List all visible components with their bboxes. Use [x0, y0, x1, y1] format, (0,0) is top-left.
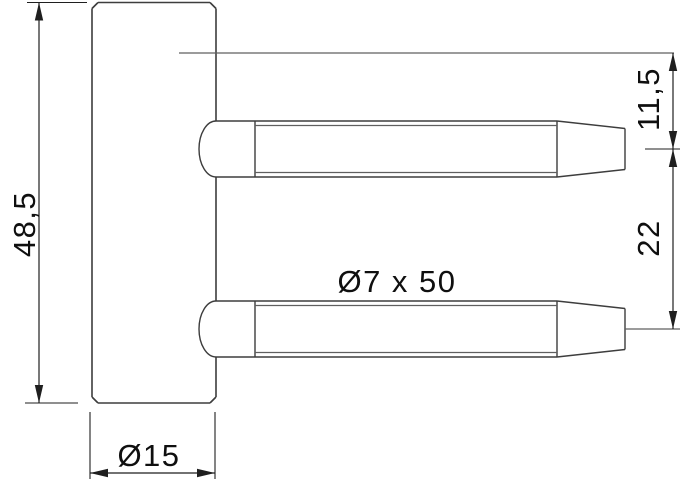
body-height-extension-lines: [25, 1, 87, 404]
arrow-up-icon: [668, 149, 678, 167]
body-diameter-arrows: [90, 468, 215, 478]
top-pin-taper: [556, 120, 626, 178]
reference-lines: [179, 52, 680, 330]
arrow-up-icon: [668, 53, 678, 71]
bottom-pin-inner-lines: [255, 304, 557, 354]
top-pin-silhouette-lines: [255, 124, 557, 174]
dimension-pin-spacing: [645, 148, 680, 329]
body-diameter-label: Ø15: [117, 438, 180, 473]
dimension-body-height: [25, 1, 87, 404]
body-height-arrows: [34, 2, 44, 403]
bottom-pin-taper: [556, 300, 626, 358]
pin-spacing-arrows: [668, 149, 678, 329]
pin-spacing-label: 22: [631, 219, 666, 256]
arrow-up-icon: [34, 2, 44, 21]
body-height-label: 48,5: [7, 191, 42, 257]
top-pin-inner-lines: [255, 124, 557, 174]
offset-top-arrows: [668, 53, 678, 149]
top-pin-cap-arc: [198, 120, 217, 178]
offset-top-label: 11,5: [631, 67, 666, 131]
top-pin-outline: [216, 120, 558, 178]
arrow-right-icon: [197, 468, 215, 478]
bottom-pin-silhouette-lines: [255, 304, 557, 354]
top-pin: [198, 120, 626, 178]
dimension-offset-top: [668, 53, 678, 149]
body-outline: [91, 1, 217, 404]
dimension-texts: 48,5 11,5 22 Ø7 x 50 Ø15: [7, 67, 666, 473]
arrow-down-icon: [34, 385, 44, 403]
dimension-body-diameter: [89, 412, 216, 479]
pin-size-label: Ø7 x 50: [337, 264, 456, 299]
arrow-down-icon: [668, 311, 678, 329]
bottom-pin-outline: [216, 300, 558, 358]
bottom-pin-cap-arc: [198, 300, 217, 358]
body-path: [91, 1, 217, 404]
bottom-pin: [198, 300, 626, 358]
body-diameter-extension-lines: [89, 412, 216, 479]
arrow-down-icon: [668, 131, 678, 149]
arrow-left-icon: [90, 468, 108, 478]
